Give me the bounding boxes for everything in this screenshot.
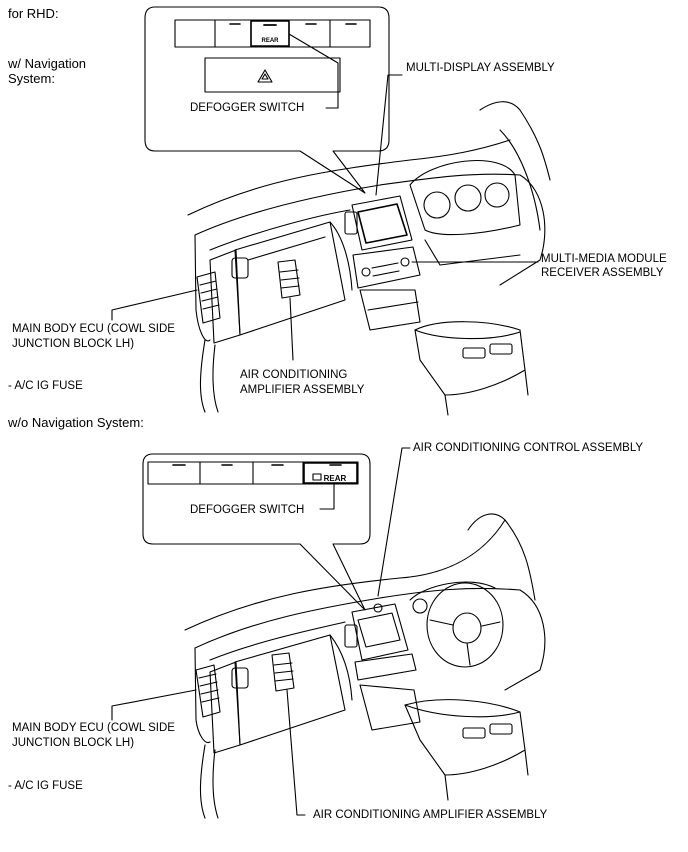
nav-main-body-ecu-line1: MAIN BODY ECU (COWL SIDE [12, 323, 175, 335]
variant-heading: for RHD: [8, 6, 59, 21]
no-nav-main-body-ecu-line1: MAIN BODY ECU (COWL SIDE [12, 722, 175, 734]
nav-section-title-line1: w/ Navigation [8, 56, 87, 71]
no-nav-ac-amplifier-label: AIR CONDITIONING AMPLIFIER ASSEMBLY [313, 809, 548, 821]
ac-control-label: AIR CONDITIONING CONTROL ASSEMBLY [413, 442, 644, 454]
multimedia-label-line2: RECEIVER ASSEMBLY [541, 267, 664, 279]
no-nav-ac-ig-fuse: - A/C IG FUSE [8, 780, 83, 792]
callout-box-no-nav [142, 453, 371, 611]
nav-rear-switch-text: REAR [261, 38, 279, 44]
multimedia-label-line1: MULTI-MEDIA MODULE [541, 253, 667, 265]
nav-section-title-line2: System: [8, 71, 55, 86]
nav-ac-ig-fuse: - A/C IG FUSE [8, 380, 83, 392]
nav-ac-amplifier-line1: AIR CONDITIONING [240, 369, 348, 381]
no-nav-main-body-ecu-line2: JUNCTION BLOCK LH) [12, 737, 135, 749]
no-nav-defogger-switch-label: DEFOGGER SWITCH [190, 504, 305, 516]
dashboard-drawing-nav [111, 74, 551, 416]
no-nav-section-title: w/o Navigation System: [8, 415, 144, 430]
nav-ac-amplifier-line2: AMPLIFIER ASSEMBLY [240, 384, 365, 396]
nav-defogger-switch-label: DEFOGGER SWITCH [190, 102, 305, 114]
callout-box-nav [144, 6, 390, 194]
no-nav-rear-switch-text: REAR [324, 474, 347, 483]
multi-display-label: MULTI-DISPLAY ASSEMBLY [406, 62, 555, 74]
dashboard-drawing-no-nav [111, 447, 546, 819]
nav-main-body-ecu-line2: JUNCTION BLOCK LH) [12, 338, 135, 350]
